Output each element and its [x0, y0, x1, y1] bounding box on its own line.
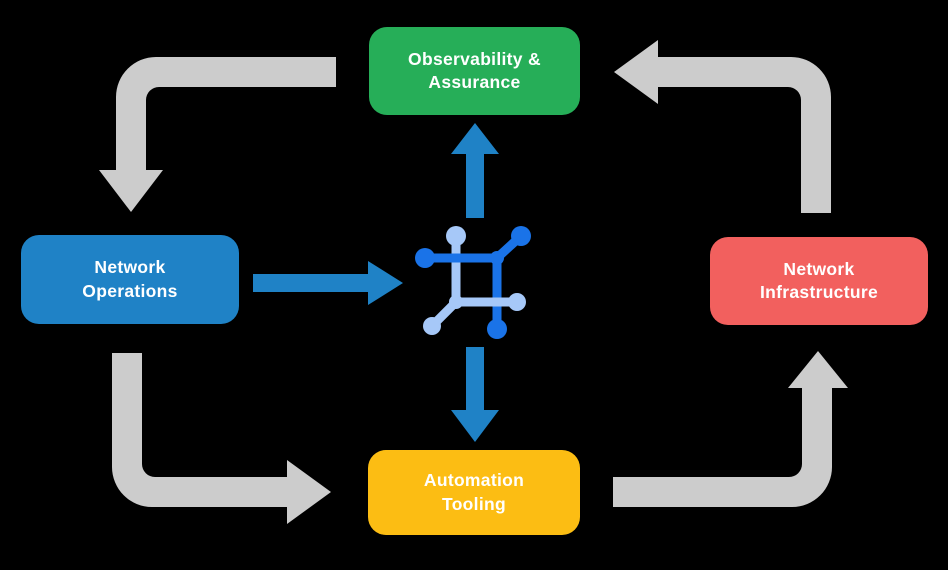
node-network-infrastructure-label: Network Infrastructure — [760, 258, 878, 302]
arrow-center-to-automation — [451, 347, 499, 442]
node-automation-tooling: Automation Tooling — [368, 450, 580, 535]
node-automation-tooling-label: Automation Tooling — [423, 470, 525, 514]
mesh-light-diag-dot — [423, 317, 441, 335]
mesh-dark-junction-dot — [490, 251, 504, 265]
mesh-dark-bottom-dot — [487, 319, 507, 339]
node-network-operations: Network Operations — [21, 235, 239, 324]
node-observability-assurance-label: Observability & Assurance — [408, 48, 541, 92]
arrow-infrastructure-to-observability — [614, 40, 831, 213]
arrow-automation-to-infrastructure — [613, 351, 848, 507]
node-network-infrastructure: Network Infrastructure — [710, 237, 928, 325]
arrow-operations-to-center — [253, 261, 403, 305]
mesh-dark-diag-dot — [511, 226, 531, 246]
arrow-center-to-observability — [451, 123, 499, 218]
network-mesh-icon — [415, 226, 531, 339]
node-observability-assurance: Observability & Assurance — [369, 27, 580, 115]
node-network-operations-label: Network Operations — [82, 257, 178, 301]
arrow-observability-to-operations — [99, 57, 336, 212]
mesh-dark-left-dot — [415, 248, 435, 268]
mesh-light-right-dot — [508, 293, 526, 311]
arrow-operations-to-automation — [112, 353, 331, 524]
mesh-light-top-dot — [446, 226, 466, 246]
